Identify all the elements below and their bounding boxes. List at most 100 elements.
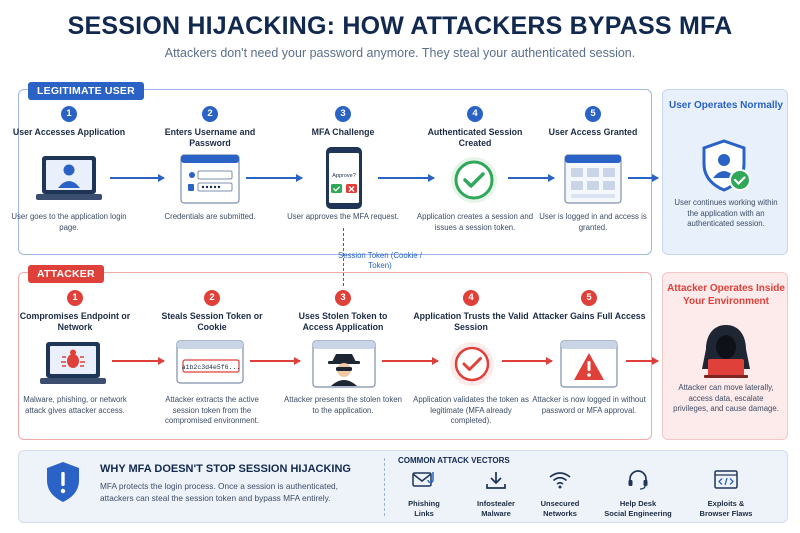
step-description: Application validates the token as legit…	[413, 395, 529, 425]
vector-label: Phishing	[408, 499, 440, 508]
legit-step-1: 1 User Accesses Application User goes to…	[10, 106, 128, 232]
why-mfa-title: WHY MFA DOESN'T STOP SESSION HIJACKING	[100, 463, 351, 475]
vector-label: Unsecured	[540, 499, 580, 508]
trusted-session-check-icon	[450, 342, 494, 386]
step-number: 1	[61, 106, 77, 122]
attacker-step-2: 2 Steals Session Token or Cookie Attacke…	[153, 290, 271, 425]
step-title: Attacker Gains Full Access	[532, 311, 646, 321]
step-number: 4	[463, 290, 479, 306]
flow-arrow	[112, 357, 165, 364]
legit-step-4: 4 Authenticated Session Created Applicat…	[416, 106, 534, 232]
attacker-step-5: 5 Attacker Gains Full Access Attacker is…	[530, 290, 648, 415]
step-description: Credentials are submitted.	[164, 212, 256, 221]
legit-step-2: 2 Enters Username and Password Credentia…	[151, 106, 269, 221]
step-number: 3	[335, 106, 351, 122]
token-transfer-line	[343, 228, 344, 286]
code-window-icon	[714, 470, 738, 489]
user-outcome-description: User continues working within the applic…	[674, 198, 778, 228]
attacker-step-1: 1 Compromises Endpoint or Network Malwar…	[16, 290, 134, 415]
attacker-outcome-panel: Attacker Operates Inside Your Environmen…	[662, 272, 788, 440]
step-title: Compromises Endpoint or Network	[19, 311, 131, 332]
legitimate-user-tag: LEGITIMATE USER	[28, 82, 144, 100]
envelope-hook-icon	[412, 472, 434, 487]
login-form-icon	[180, 154, 240, 204]
bottom-divider	[384, 458, 385, 516]
flow-arrow	[110, 174, 165, 181]
step-title: Steals Session Token or Cookie	[161, 311, 263, 332]
session-token-label: Session Token (Cookie / Token)	[338, 251, 422, 270]
vector-label: Social Engineering	[604, 509, 672, 518]
attacker-tag: ATTACKER	[28, 265, 104, 283]
user-outcome-title: User Operates Normally	[669, 100, 783, 111]
step-description: Attacker presents the stolen token to th…	[284, 395, 402, 415]
shield-check-icon	[702, 139, 751, 192]
vector-label: Infostealer	[477, 499, 515, 508]
attacker-outcome-title: Attacker Operates Inside Your Environmen…	[667, 283, 785, 307]
infected-laptop-bug-icon	[40, 342, 106, 384]
step-number: 3	[335, 290, 351, 306]
vector-label: Networks	[543, 509, 577, 518]
step-description: User is logged in and access is granted.	[539, 212, 647, 232]
step-number: 2	[204, 290, 220, 306]
dashboard-window-icon	[564, 154, 622, 204]
step-title: User Accesses Application	[12, 127, 126, 137]
page-subtitle: Attackers don't need your password anymo…	[164, 46, 636, 60]
session-created-check-icon	[451, 157, 497, 203]
flow-arrow	[382, 357, 439, 364]
vector-label: Exploits &	[707, 499, 745, 508]
attacker-outcome-description: Attacker can move laterally, access data…	[673, 383, 779, 413]
page-title: SESSION HIJACKING: HOW ATTACKERS BYPASS …	[67, 12, 733, 40]
step-description: Attacker extracts the active session tok…	[164, 395, 260, 425]
why-mfa-description: MFA protects the login process. Once a s…	[100, 481, 338, 503]
warning-window-icon	[560, 340, 618, 388]
laptop-user-icon	[36, 156, 102, 200]
step-title: Application Trusts the Valid Session	[413, 311, 529, 332]
flow-arrow	[246, 174, 303, 181]
hacker-window-icon	[312, 340, 376, 388]
download-icon	[486, 472, 506, 489]
step-number: 4	[467, 106, 483, 122]
user-outcome-panel: User Operates Normally User continues wo…	[662, 89, 788, 255]
flow-arrow	[508, 174, 555, 181]
step-number: 5	[581, 290, 597, 306]
step-number: 5	[585, 106, 601, 122]
vector-label: Links	[414, 509, 434, 518]
step-description: User approves the MFA request.	[287, 212, 399, 221]
flow-arrow	[378, 174, 435, 181]
vector-exploits: Exploits &Browser Flaws	[686, 470, 766, 519]
step-description: Malware, phishing, or network attack giv…	[23, 395, 127, 415]
vector-label: Browser Flaws	[699, 509, 753, 518]
headset-icon	[628, 470, 648, 490]
attack-vectors-heading: COMMON ATTACK VECTORS	[398, 456, 510, 465]
stolen-token-value: a1b2c3d4e5f6...	[182, 364, 241, 371]
shield-alert-icon	[47, 462, 79, 502]
flow-arrow	[628, 174, 659, 181]
attacker-step-3: 3 Uses Stolen Token to Access Applicatio…	[284, 290, 402, 415]
legit-step-3: 3 MFA Challenge User approves the MFA re…	[284, 106, 402, 221]
flow-arrow	[250, 357, 301, 364]
wifi-icon	[549, 472, 571, 489]
why-mfa-panel	[18, 450, 788, 523]
step-title: User Access Granted	[548, 127, 638, 137]
step-title: Enters Username and Password	[164, 127, 256, 148]
step-title: MFA Challenge	[311, 127, 375, 137]
vector-label: Malware	[481, 509, 511, 518]
phone-mfa-icon: Approve?	[326, 147, 362, 209]
step-description: Attacker is now logged in without passwo…	[532, 395, 646, 415]
step-description: User goes to the application login page.	[11, 212, 127, 232]
step-number: 2	[202, 106, 218, 122]
vector-label: Help Desk	[619, 499, 657, 508]
attacker-step-4: 4 Application Trusts the Valid Session A…	[412, 290, 530, 425]
mfa-approve-prompt: Approve?	[332, 173, 356, 179]
hooded-hacker-icon	[702, 325, 750, 378]
step-title: Authenticated Session Created	[427, 127, 523, 148]
flow-arrow	[626, 357, 659, 364]
flow-arrow	[502, 357, 553, 364]
stolen-cookie-window-icon: a1b2c3d4e5f6...	[176, 340, 244, 384]
step-description: Application creates a session and issues…	[416, 212, 534, 232]
step-number: 1	[67, 290, 83, 306]
